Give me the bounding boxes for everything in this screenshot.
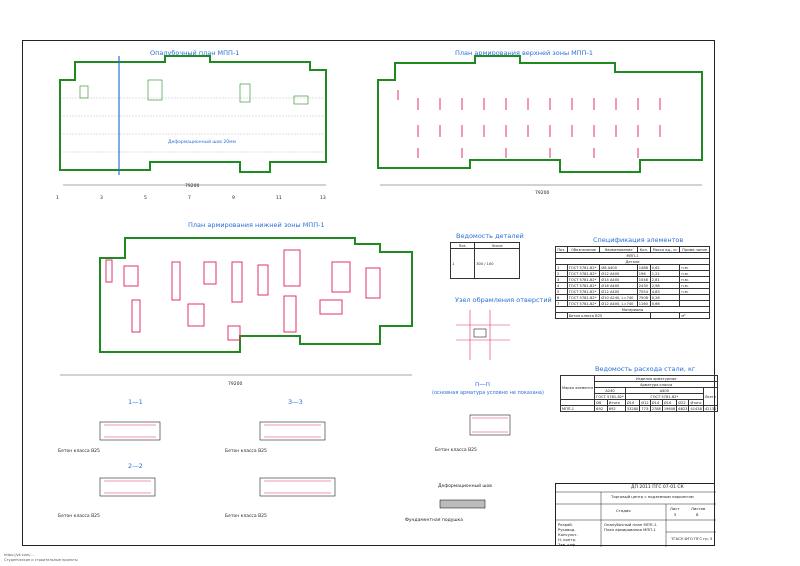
stamp-stage-h: Стадия [616,508,631,513]
overall-dim-3: 79200 [228,382,243,387]
sheet-frame [22,40,715,546]
overall-dim-2: 79200 [535,191,550,196]
note-beton-4: Бетон класса B25 [225,514,267,519]
plan-bottom [60,237,413,376]
title-spec: Спецификация элементов [593,236,684,244]
plan-formwork [59,55,327,186]
title-vedomost: Ведомость деталей [456,232,524,240]
note-deform2: Деформационный шов [438,484,492,489]
stamp-role-4: Н. контр. [558,537,577,542]
note-fund: Фундаментная подушка [405,518,463,523]
steel-table: Марка элемента Изделия арматурные Армату… [559,375,719,412]
axis-11: 11 [276,196,282,201]
title-sec11: 1—1 [128,398,143,406]
axis-13: 13 [320,196,326,201]
stamp-code: ДП 2011 ПГС 07-01 СК [631,485,684,490]
title-section-nn: п—п [475,380,490,388]
title-sec33: 3—3 [288,398,303,406]
footer-line-2: Студенческие и строительные проекты [4,558,78,562]
title-top: План армирования верхней зоны МПП-1 [455,49,594,57]
stamp-sheets: 8 [696,512,699,517]
title-steel: Ведомость расхода стали, кг [595,365,696,373]
stamp-org: ТГАСУ ФГО ПГС гр. 5 [671,536,713,541]
axis-row-formwork: 1 3 5 7 9 11 13 [56,196,336,206]
note-beton-1: Бетон класса B25 [58,449,100,454]
plan-top [377,55,703,186]
stamp-role-5: Зав. каф. [558,542,577,547]
note-deform: Деформационный шов 20мм [168,140,236,145]
stamp-role-1: Разраб. [558,522,573,527]
note-beton-3: Бетон класса B25 [225,449,267,454]
stamp-project: Торговый центр с подземным паркингом [611,494,694,499]
title-sec22: 2—2 [128,462,143,470]
stamp-sheet-h: Лист [670,506,680,511]
node-detail [456,310,510,360]
title-formwork: Опалубочный план МПП-1 [150,49,240,57]
axis-5: 5 [144,196,147,201]
title-bottom: План армирования нижней зоны МПП-1 [188,221,325,229]
sections [99,414,511,509]
note-beton-2: Бетон класса B25 [58,514,100,519]
axis-3: 3 [100,196,103,201]
section-nn-note: (основная арматура условно не показана) [432,390,544,396]
note-beton-5: Бетон класса B25 [435,448,477,453]
stamp-role-3: Консульт. [558,532,578,537]
axis-9: 9 [232,196,235,201]
axis-7: 7 [188,196,191,201]
stamp-sheet-title: Опалубочный план МПП-1. План армирования… [604,522,658,532]
footer-line-1: https://vk.com/... [4,553,34,557]
stamp-sheets-h: Листов [691,506,706,511]
title-block: ДП 2011 ПГС 07-01 СК Торговый центр с по… [555,483,716,547]
overall-dim-1: 79200 [185,184,200,189]
axis-1: 1 [56,196,59,201]
stamp-role-2: Руковод. [558,527,576,532]
title-node: Узел обрамления отверстий [455,296,552,304]
stamp-sheet: 5 [674,512,677,517]
